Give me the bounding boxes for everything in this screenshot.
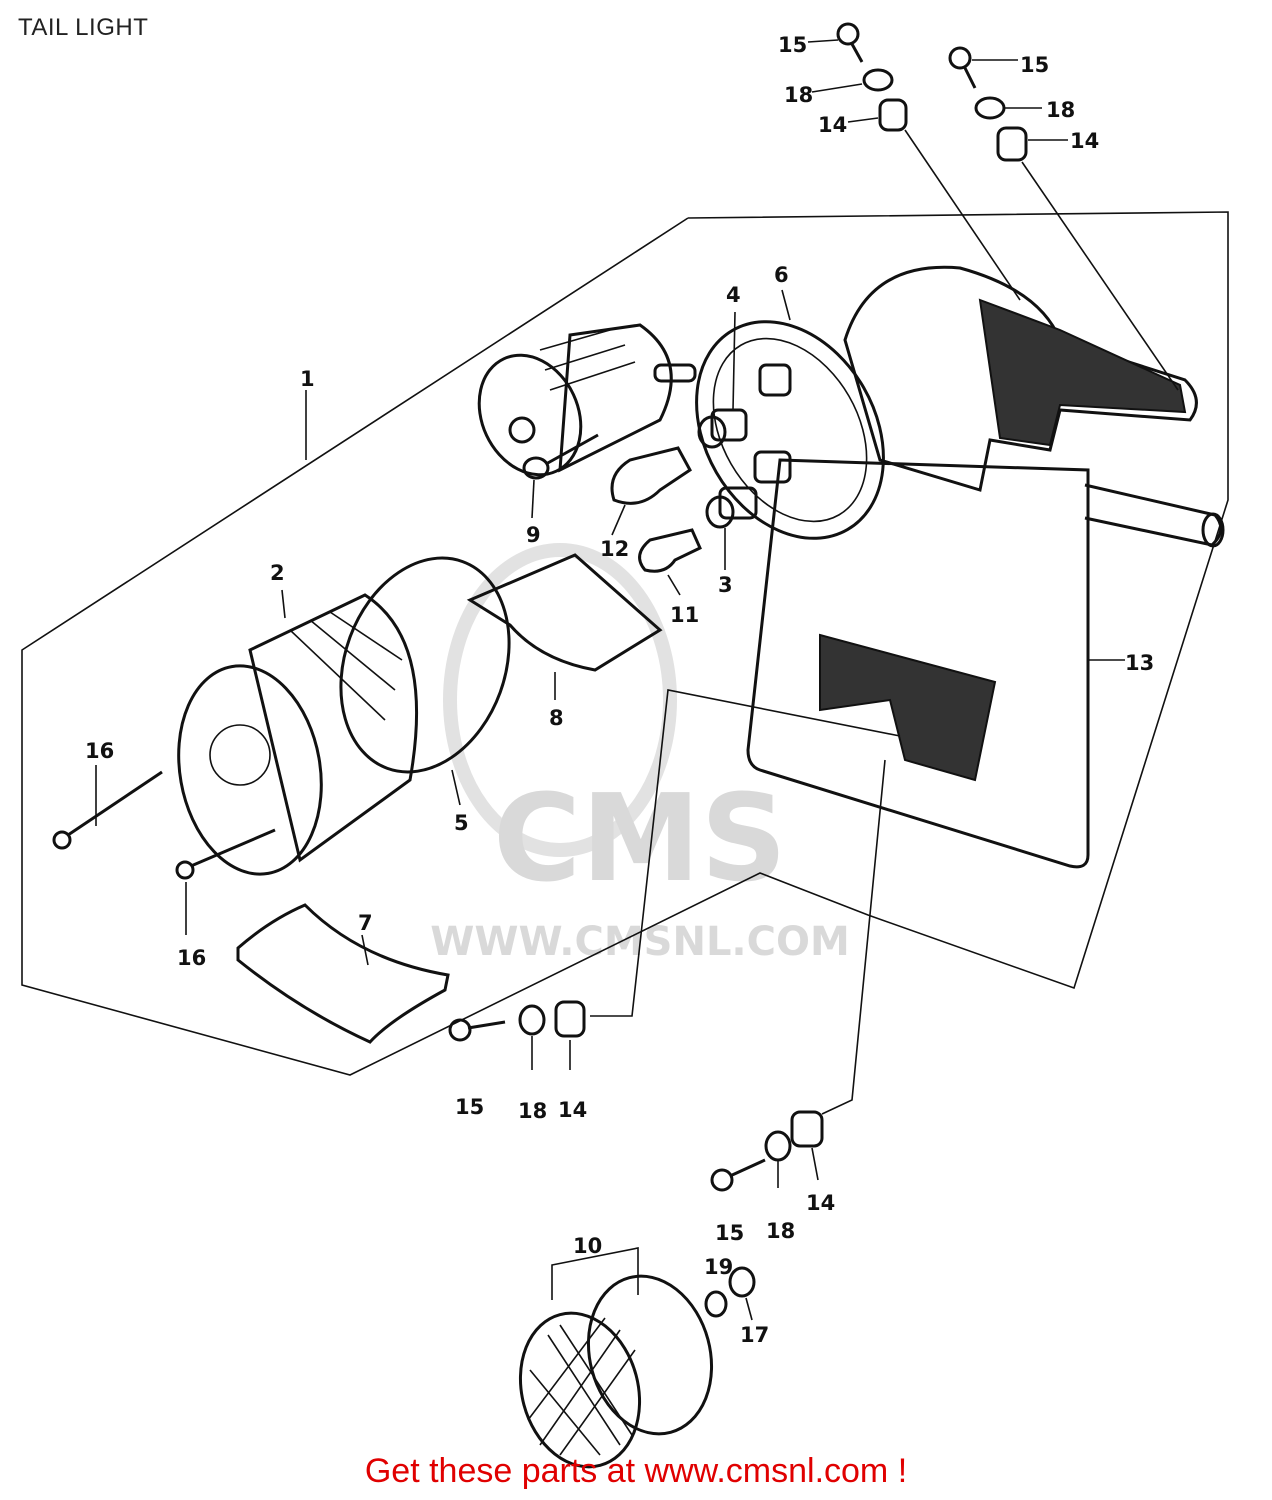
part-number-13: 13 xyxy=(1125,651,1154,675)
bulb-12 xyxy=(610,446,692,505)
part-number-labels: 1 2 3 4 5 6 7 8 9 10 11 12 13 14 14 14 1… xyxy=(85,33,1154,1347)
part-number-16-upper: 16 xyxy=(85,739,114,763)
part-number-12: 12 xyxy=(600,537,629,561)
part-number-18-middle: 18 xyxy=(518,1099,547,1123)
fastener-set-top-right xyxy=(948,46,1179,391)
part-number-5: 5 xyxy=(454,811,469,835)
assembly-outline xyxy=(21,211,1229,1076)
part-number-15-top-left: 15 xyxy=(778,33,807,57)
bulb-socket-4 xyxy=(697,408,748,449)
part-number-1: 1 xyxy=(300,367,315,391)
washer-19 xyxy=(704,1290,728,1318)
part-number-3: 3 xyxy=(718,573,733,597)
part-number-19: 19 xyxy=(704,1255,733,1279)
part-number-14-top-left: 14 xyxy=(818,113,847,137)
part-number-9: 9 xyxy=(526,523,541,547)
bulb-11 xyxy=(638,528,702,573)
footer-link-text[interactable]: Get these parts at www.cmsnl.com ! xyxy=(364,1452,908,1490)
part-number-6: 6 xyxy=(774,263,789,287)
cms-watermark: CMS WWW.CMSNL.COM xyxy=(430,543,850,965)
part-number-15-middle: 15 xyxy=(455,1095,484,1119)
leader-lines xyxy=(95,289,819,1321)
part-number-14-top-right: 14 xyxy=(1070,129,1099,153)
part-number-16-lower: 16 xyxy=(177,946,206,970)
part-number-18-top-left: 18 xyxy=(784,83,813,107)
rear-reflector xyxy=(518,1247,714,1469)
part-number-14-lower: 14 xyxy=(806,1191,835,1215)
license-bracket xyxy=(746,458,1125,869)
part-number-14-middle: 14 xyxy=(558,1098,587,1122)
screw-9 xyxy=(522,433,599,480)
part-number-10: 10 xyxy=(573,1234,602,1258)
part-number-2: 2 xyxy=(270,561,285,585)
part-number-18-top-right: 18 xyxy=(1046,98,1075,122)
part-number-17: 17 xyxy=(740,1323,769,1347)
fastener-set-middle xyxy=(448,689,901,1042)
watermark-logo: CMS xyxy=(493,770,787,909)
part-number-7: 7 xyxy=(358,911,373,935)
tail-light-stay xyxy=(843,265,1225,548)
part-number-4: 4 xyxy=(726,283,741,307)
rear-housing xyxy=(477,323,697,477)
bulb-socket-3 xyxy=(705,486,758,529)
reflector-sheet xyxy=(466,553,663,672)
screw-16-b xyxy=(175,828,276,880)
part-number-18-lower: 18 xyxy=(766,1219,795,1243)
page-title: TAIL LIGHT xyxy=(18,14,149,41)
screw-16-a xyxy=(52,770,163,850)
tail-lens xyxy=(177,593,419,876)
part-number-15-lower: 15 xyxy=(715,1221,744,1245)
gasket xyxy=(339,556,511,774)
lower-lens xyxy=(236,903,450,1044)
fastener-set-top-left xyxy=(807,22,1021,301)
nut-17 xyxy=(728,1266,756,1298)
part-number-11: 11 xyxy=(670,603,699,627)
part-number-8: 8 xyxy=(549,706,564,730)
fastener-set-lower xyxy=(710,759,886,1192)
socket-base-plate xyxy=(695,320,885,540)
part-number-15-top-right: 15 xyxy=(1020,53,1049,77)
